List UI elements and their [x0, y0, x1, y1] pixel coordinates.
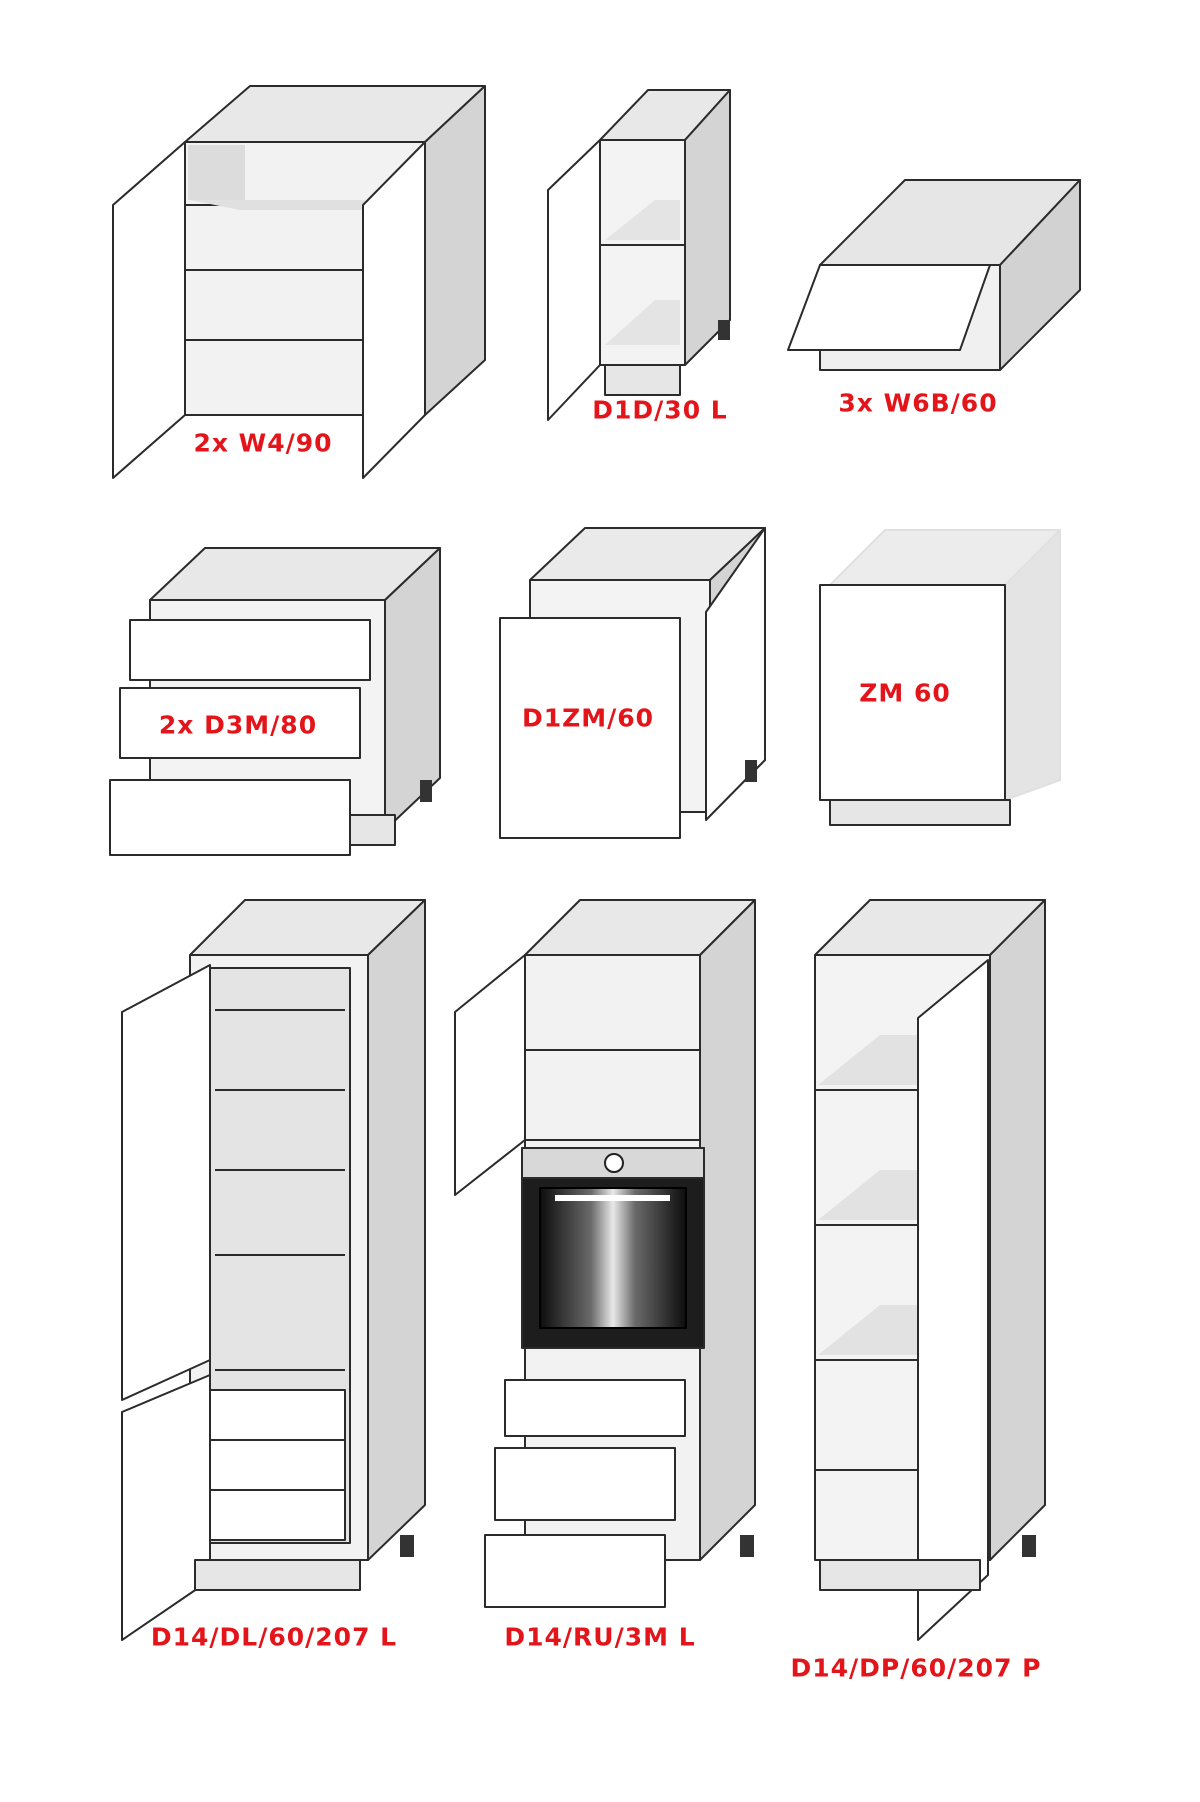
cabinet-d14-dl-60-207-l [121, 899, 426, 1641]
label-d14-ru-3m-l: D14/RU/3M L [504, 1622, 696, 1652]
label-d1d-30-l: D1D/30 L [592, 395, 728, 425]
label-d3m-80: 2x D3M/80 [158, 710, 318, 740]
label-zm-60: ZM 60 [859, 678, 951, 708]
cabinet-zm-60 [819, 529, 1061, 826]
cabinet-w4-90 [112, 85, 486, 479]
cabinet-d1d-30-l [547, 89, 731, 421]
cabinet-w6b-60 [787, 179, 1081, 371]
cabinet-d3m-80 [109, 547, 441, 856]
label-w6b-60: 3x W6B/60 [838, 388, 998, 418]
cabinet-d14-ru-3m-l [454, 899, 756, 1608]
label-w4-90: 2x W4/90 [193, 428, 333, 458]
label-d1zm-60: D1ZM/60 [521, 703, 655, 733]
cabinet-d1zm-60 [499, 527, 766, 839]
label-d14-dp-60-207-p: D14/DP/60/207 P [790, 1653, 1042, 1683]
cabinet-d14-dp-60-207-p [814, 899, 1046, 1641]
label-d14-dl-60-207-l: D14/DL/60/207 L [150, 1622, 398, 1652]
